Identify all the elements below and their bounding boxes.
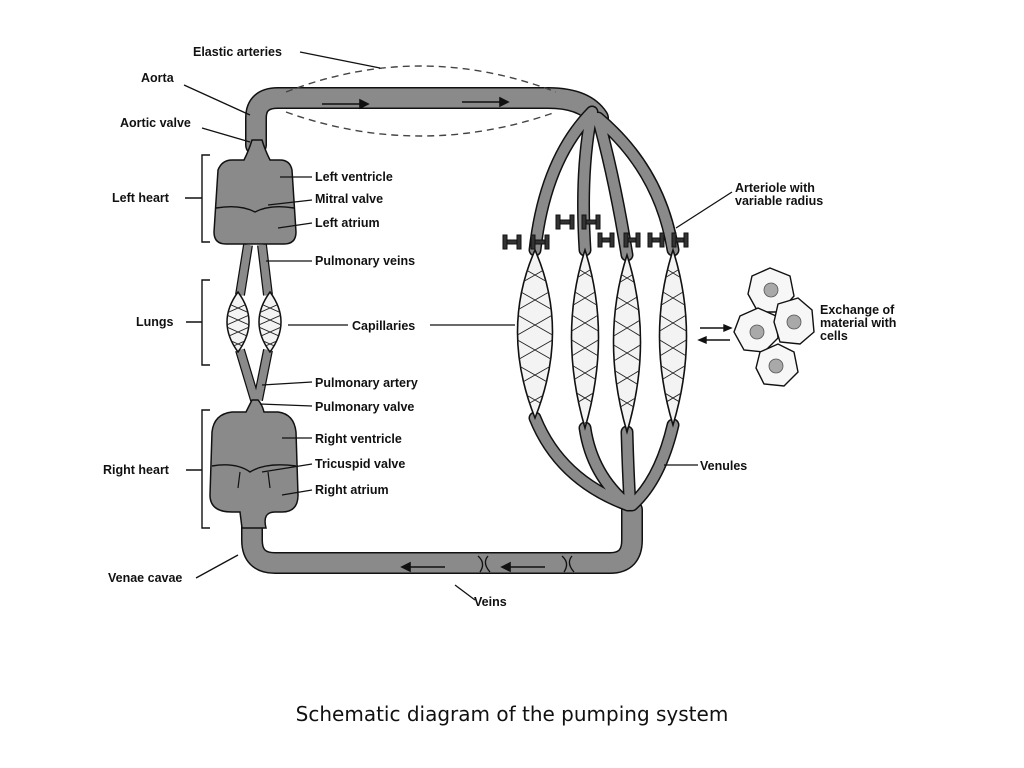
label-right-heart: Right heart bbox=[103, 463, 170, 477]
label-pulmonary-artery: Pulmonary artery bbox=[315, 376, 418, 390]
vein-valve-marks bbox=[477, 555, 575, 573]
tricuspid-valve-line bbox=[211, 464, 297, 473]
pulmonary-artery-vessel-fill bbox=[236, 348, 272, 402]
label-tricuspid-valve: Tricuspid valve bbox=[315, 457, 405, 471]
label-veins: Veins bbox=[474, 595, 507, 609]
aorta-vessel-fill bbox=[246, 88, 608, 155]
label-exchange-line2: material with bbox=[820, 316, 896, 330]
label-lungs: Lungs bbox=[136, 315, 174, 329]
capillary-bed-2 bbox=[570, 247, 600, 431]
label-right-ventricle: Right ventricle bbox=[315, 432, 402, 446]
right-heart-chamber bbox=[209, 399, 299, 529]
label-aortic-valve: Aortic valve bbox=[120, 116, 191, 130]
capillary-bed-1 bbox=[516, 248, 554, 421]
systemic-capillaries bbox=[516, 247, 688, 435]
leader-lines bbox=[183, 51, 733, 601]
diagram-caption: Schematic diagram of the pumping system bbox=[296, 702, 729, 726]
vein-vessel-fill bbox=[242, 495, 642, 573]
label-exchange-line3: cells bbox=[820, 329, 848, 343]
lung-left bbox=[226, 290, 250, 354]
label-venules: Venules bbox=[700, 459, 747, 473]
label-arteriole-line2: variable radius bbox=[735, 194, 823, 208]
capillary-bed-4 bbox=[658, 247, 688, 428]
label-mitral-valve: Mitral valve bbox=[315, 192, 383, 206]
label-arteriole-line1: Arteriole with bbox=[735, 181, 815, 195]
elastic-arteries-outline bbox=[285, 65, 557, 137]
labels: Elastic arteries Aorta Aortic valve Left… bbox=[103, 45, 896, 609]
lung-right bbox=[258, 290, 282, 354]
arteriole-sphincters bbox=[502, 214, 689, 250]
arterial-branches bbox=[528, 105, 680, 262]
mitral-valve-line bbox=[215, 205, 295, 213]
label-capillaries: Capillaries bbox=[352, 319, 415, 333]
label-venae-cavae: Venae cavae bbox=[108, 571, 182, 585]
left-heart-chamber bbox=[213, 139, 297, 245]
lung-capillaries bbox=[226, 290, 282, 354]
lungs-bracket bbox=[186, 279, 210, 366]
vessel-network bbox=[235, 87, 680, 574]
label-right-atrium: Right atrium bbox=[315, 483, 389, 497]
pulmonary-vein-vessel-fill bbox=[236, 244, 272, 296]
brackets bbox=[185, 154, 210, 529]
label-left-atrium: Left atrium bbox=[315, 216, 380, 230]
label-exchange-line1: Exchange of bbox=[820, 303, 895, 317]
label-aorta: Aorta bbox=[141, 71, 175, 85]
label-pulmonary-veins: Pulmonary veins bbox=[315, 254, 415, 268]
right-heart-bracket bbox=[186, 409, 210, 529]
exchange-arrows bbox=[697, 323, 733, 345]
tissue-cells bbox=[733, 267, 815, 387]
flow-arrows bbox=[322, 96, 545, 573]
right-heart-inner-lines bbox=[237, 471, 271, 489]
label-left-ventricle: Left ventricle bbox=[315, 170, 393, 184]
capillary-bed-3 bbox=[612, 252, 642, 435]
label-elastic-arteries: Elastic arteries bbox=[193, 45, 282, 59]
label-left-heart: Left heart bbox=[112, 191, 170, 205]
left-heart-bracket bbox=[185, 154, 210, 243]
venule-branches bbox=[528, 411, 680, 512]
label-pulmonary-valve: Pulmonary valve bbox=[315, 400, 414, 414]
